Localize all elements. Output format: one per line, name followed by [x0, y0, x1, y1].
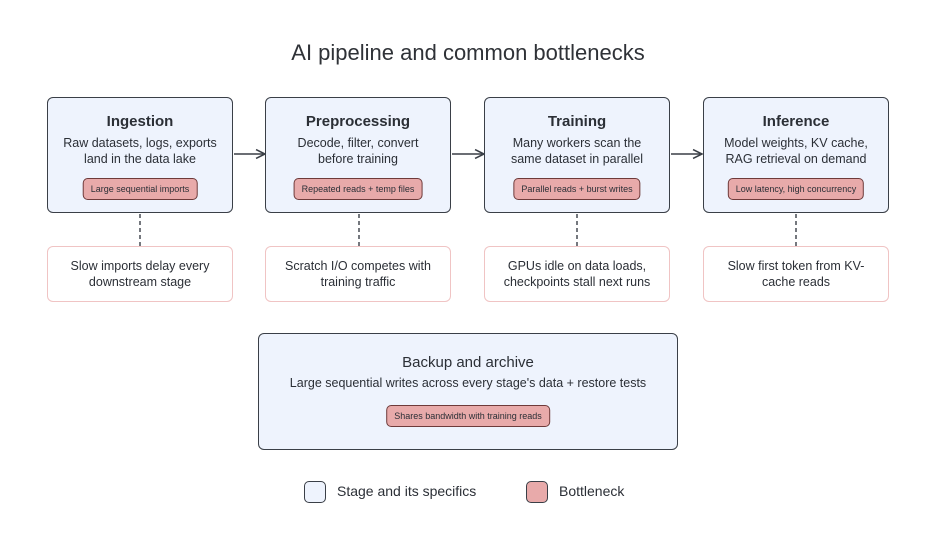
- legend-label-bottleneck: Bottleneck: [559, 483, 625, 499]
- legend-label-stage: Stage and its specifics: [337, 483, 477, 499]
- stage-description: Decode, filter, convert before training: [266, 135, 450, 167]
- stage-backup-archive: Backup and archive Large sequential writ…: [258, 333, 678, 450]
- stage-description: Many workers scan the same dataset in pa…: [485, 135, 669, 167]
- bottleneck-badge: Parallel reads + burst writes: [513, 178, 641, 200]
- stage-description-line: Many workers scan the: [512, 136, 642, 150]
- stage-name: Training: [547, 113, 607, 130]
- stage-description-line: Decode, filter, convert: [297, 136, 419, 150]
- issue-inference: Slow first token from KV-cache reads: [703, 246, 889, 302]
- bottleneck-badge: Repeated reads + temp files: [293, 178, 423, 200]
- bottleneck-badge: Shares bandwidth with training reads: [386, 405, 550, 427]
- stage-name: Ingestion: [106, 113, 174, 130]
- legend-swatch-stage: [304, 481, 326, 503]
- stage-description: Large sequential writes across every sta…: [289, 376, 647, 390]
- stage-training: Training Many workers scan the same data…: [484, 97, 670, 213]
- issue-preprocessing: Scratch I/O competes with training traff…: [265, 246, 451, 302]
- issue-training: GPUs idle on data loads, checkpoints sta…: [484, 246, 670, 302]
- stage-name: Backup and archive: [402, 354, 534, 371]
- stage-description-line: Raw datasets, logs, exports: [63, 136, 217, 150]
- stage-description-line: land in the data lake: [84, 152, 196, 166]
- stage-description: Model weights, KV cache, RAG retrieval o…: [704, 135, 888, 167]
- legend-swatch-bottleneck: [526, 481, 548, 503]
- diagram-title: AI pipeline and common bottlenecks: [291, 40, 645, 65]
- stage-description: Raw datasets, logs, exports land in the …: [48, 135, 232, 167]
- stage-ingestion: Ingestion Raw datasets, logs, exports la…: [47, 97, 233, 213]
- stage-inference: Inference Model weights, KV cache, RAG r…: [703, 97, 889, 213]
- bottleneck-badge: Low latency, high concurrency: [727, 178, 865, 200]
- stage-name: Preprocessing: [305, 113, 411, 130]
- issue-ingestion: Slow imports delay every downstream stag…: [47, 246, 233, 302]
- stage-description-line: same dataset in parallel: [510, 152, 644, 166]
- stage-preprocessing: Preprocessing Decode, filter, convert be…: [265, 97, 451, 213]
- stage-description-line: RAG retrieval on demand: [725, 152, 867, 166]
- stage-description-line: before training: [318, 152, 398, 166]
- stage-description-line: Model weights, KV cache,: [724, 136, 868, 150]
- stage-name: Inference: [762, 113, 830, 130]
- bottleneck-badge: Large sequential imports: [82, 178, 198, 200]
